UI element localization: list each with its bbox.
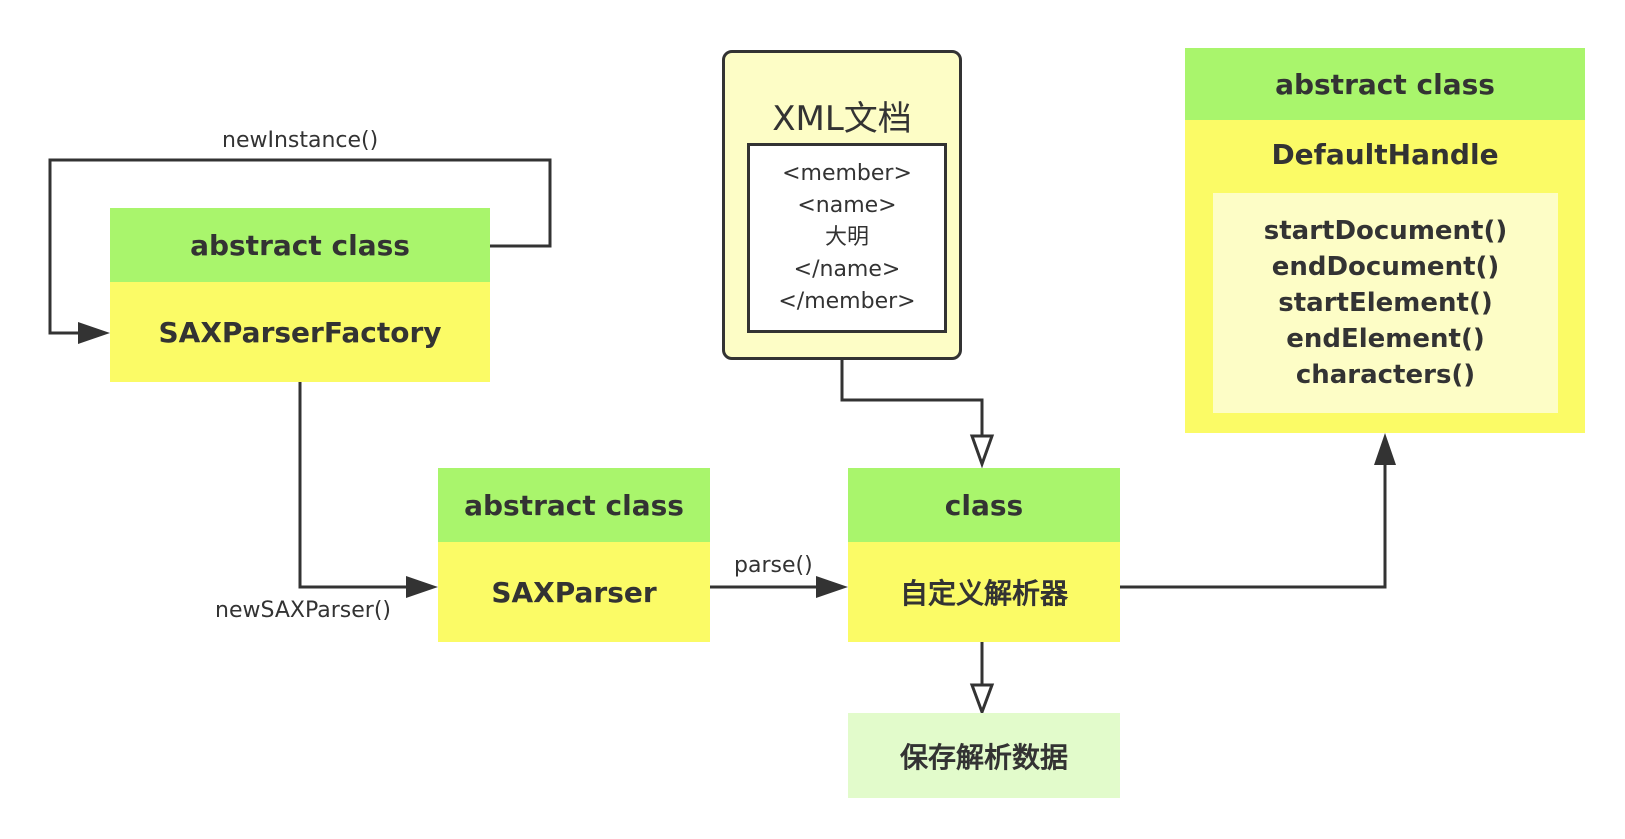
new-sax-parser-arrowhead xyxy=(406,576,438,598)
new-instance-arrowhead xyxy=(78,322,110,344)
default-handle-name: DefaultHandle xyxy=(1271,138,1499,171)
custom-parser-node: class 自定义解析器 xyxy=(848,468,1120,642)
method-start-element: startElement() xyxy=(1278,288,1493,318)
default-handle-stereotype: abstract class xyxy=(1185,48,1585,120)
parse-label: parse() xyxy=(734,553,813,578)
xml-document-node: XML文档 <member> <name> 大明 </name> </membe… xyxy=(722,50,962,360)
sax-parser-factory-stereotype: abstract class xyxy=(110,208,490,282)
method-start-document: startDocument() xyxy=(1263,216,1508,246)
custom-parser-stereotype: class xyxy=(848,468,1120,542)
xml-line-name-open: <name> xyxy=(797,193,897,218)
xml-line-member-close: </member> xyxy=(778,289,916,314)
xml-line-name-close: </name> xyxy=(793,257,901,282)
parse-arrowhead xyxy=(816,576,848,598)
new-sax-parser-connector xyxy=(298,382,410,589)
parser-to-handler-connector xyxy=(1120,462,1387,589)
xml-document-title: XML文档 xyxy=(772,99,912,139)
method-end-document: endDocument() xyxy=(1271,252,1500,282)
method-characters: characters() xyxy=(1295,360,1476,390)
new-sax-parser-label: newSAXParser() xyxy=(215,598,391,623)
sax-parser-stereotype: abstract class xyxy=(438,468,710,542)
default-handle-node: abstract class DefaultHandle startDocume… xyxy=(1185,48,1585,433)
xml-line-value: 大明 xyxy=(824,225,869,250)
sax-parser-factory-name: SAXParserFactory xyxy=(110,282,490,382)
new-instance-connector xyxy=(48,158,552,335)
sax-parser-factory-node: abstract class SAXParserFactory xyxy=(110,208,490,382)
save-data-node: 保存解析数据 xyxy=(848,713,1120,798)
new-instance-label: newInstance() xyxy=(222,128,379,153)
sax-parser-node: abstract class SAXParser xyxy=(438,468,710,642)
method-end-element: endElement() xyxy=(1286,324,1485,354)
sax-parser-name: SAXParser xyxy=(438,542,710,642)
parser-to-save-arrowhead xyxy=(969,683,995,717)
custom-parser-name: 自定义解析器 xyxy=(848,542,1120,642)
xml-line-member-open: <member> xyxy=(782,161,912,186)
xml-to-parser-connector xyxy=(840,330,984,435)
parser-to-handler-arrowhead xyxy=(1374,433,1396,465)
xml-to-parser-arrowhead xyxy=(969,434,995,469)
xml-document-content: <member> <name> 大明 </name> </member> xyxy=(747,143,947,333)
default-handle-methods: startDocument() endDocument() startEleme… xyxy=(1213,193,1558,413)
